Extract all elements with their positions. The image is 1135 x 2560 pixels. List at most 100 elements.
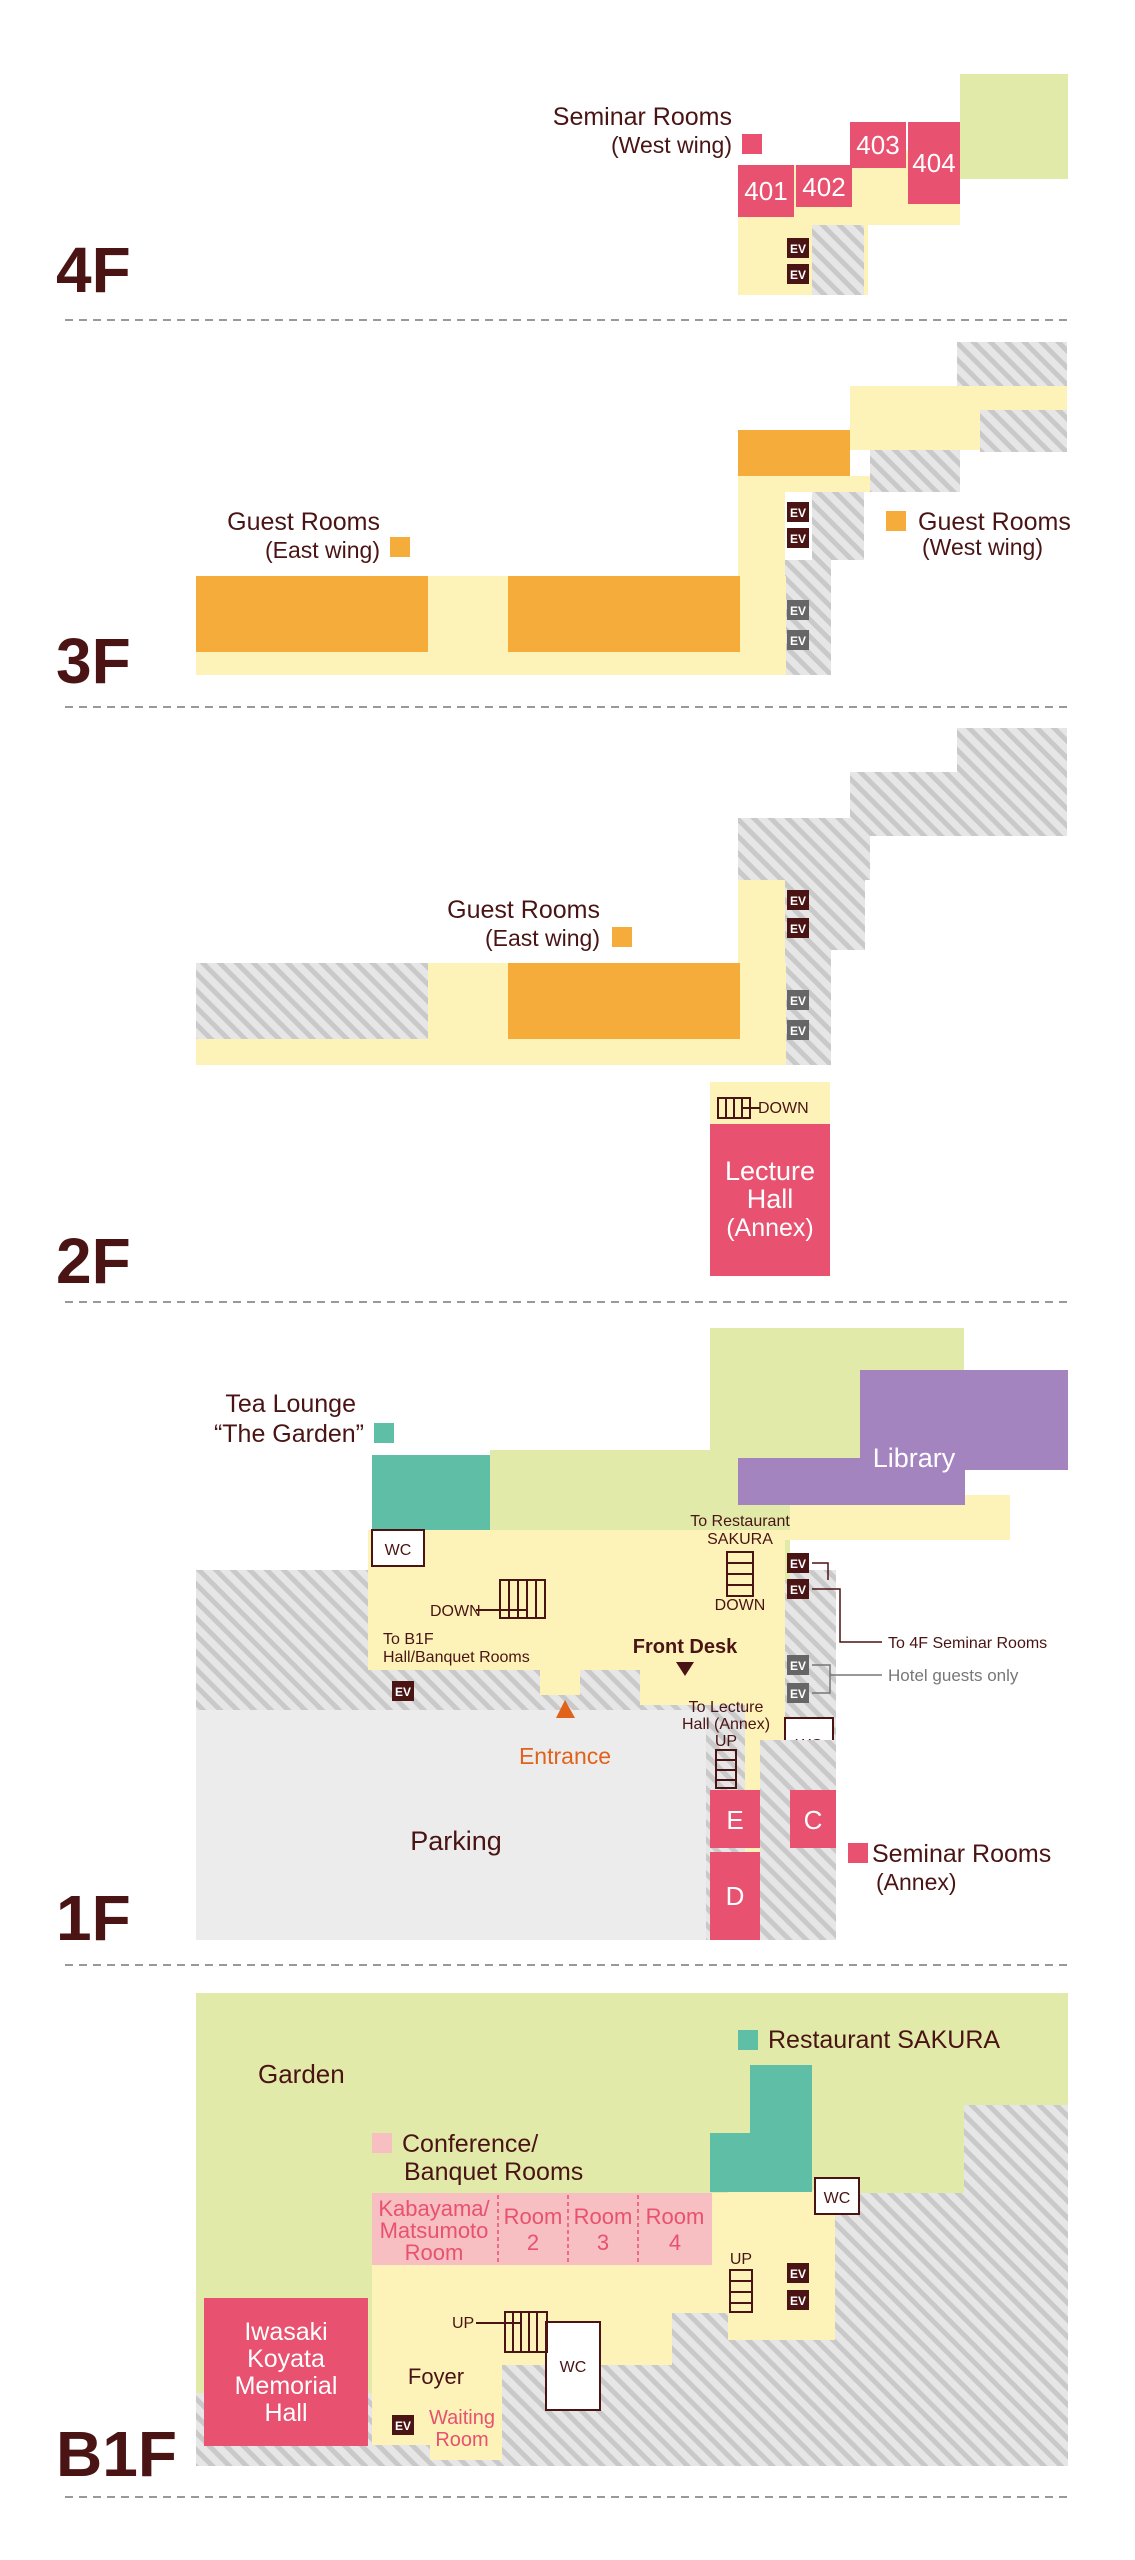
tea-lounge-sublabel: “The Garden” [214, 1420, 364, 1448]
restroom [814, 2177, 860, 2215]
foyer [430, 2410, 502, 2460]
room-402-label: 402 [802, 172, 845, 202]
foyer-label: Foyer [408, 2364, 464, 2389]
entrance-arrow-icon [556, 1700, 575, 1718]
to-restaurant-sublabel: SAKURA [707, 1531, 773, 1548]
stairs-icon [717, 1097, 760, 1119]
restaurant-label: Restaurant SAKURA [768, 2026, 1000, 2054]
library-label: Library [873, 1443, 956, 1473]
restroom-label: WC [560, 2359, 587, 2376]
floor-label-b1f: B1F [56, 2418, 177, 2490]
restaurant-sakura [710, 2065, 812, 2192]
memorial-hall [204, 2298, 368, 2446]
waiting-room-label: Waiting [429, 2407, 495, 2429]
hatched-area [980, 410, 1067, 452]
hatched-area [957, 342, 1067, 387]
lecture-hall-label: (Annex) [726, 1214, 814, 1242]
seminar-legend-label: Seminar Rooms [553, 103, 732, 131]
elevator [787, 2263, 809, 2283]
stairs-icon [476, 2311, 548, 2353]
memorial-hall-label: Iwasaki [244, 2318, 327, 2346]
memorial-hall-label: Hall [264, 2399, 307, 2427]
lecture-hall-label: Lecture [725, 1156, 815, 1186]
elevator [787, 1655, 809, 1675]
elevator-label: EV [790, 1583, 806, 1597]
floor-2f: EV EV EV EV Guest Rooms (East wing) DOWN… [56, 728, 1070, 1303]
guest-east-label: Guest Rooms [447, 896, 600, 924]
leader-line [812, 1664, 831, 1694]
floor-1f: Library WC WC DOWN DOWN UP EV EV EV EV [56, 1328, 1070, 1966]
conference-label: Conference/ [402, 2130, 538, 2158]
guest-rooms-east [196, 576, 428, 652]
elevator-label: EV [790, 1687, 806, 1701]
kabayama-label: Matsumoto [380, 2218, 489, 2243]
stairs-icon [726, 1551, 754, 1597]
floor-label-4f: 4F [56, 234, 131, 306]
stairs-icon [729, 2269, 753, 2313]
elevator-label: EV [790, 242, 806, 256]
hatched-area [738, 818, 870, 880]
elevator-label: EV [790, 268, 806, 282]
stairs-up-label: UP [715, 1733, 737, 1750]
guest-east-label: Guest Rooms [227, 508, 380, 536]
hatched-area [196, 963, 428, 1039]
lecture-hall [710, 1124, 830, 1276]
elevator-label: EV [790, 1024, 806, 1038]
restroom-label: WC [824, 2190, 851, 2207]
to-4f-seminar-label: To 4F Seminar Rooms [888, 1635, 1047, 1652]
guest-west-sublabel: (West wing) [922, 534, 1043, 560]
guests-only-label: Hotel guests only [888, 1666, 1019, 1685]
room-401-label: 401 [744, 176, 787, 206]
room-403 [850, 122, 906, 168]
floor-label-3f: 3F [56, 625, 131, 697]
elevator [787, 918, 809, 938]
guest-east-sublabel: (East wing) [265, 537, 380, 563]
restroom-label: WC [385, 1542, 412, 1559]
seminar-annex-label: Seminar Rooms [872, 1840, 1051, 1868]
elevator [787, 1020, 809, 1040]
elevator [787, 528, 809, 548]
stairs-icon [476, 1579, 546, 1619]
corridor [850, 386, 980, 450]
guest-west-swatch [886, 511, 906, 531]
seminar-legend-sublabel: (West wing) [611, 132, 732, 158]
garden [196, 1993, 1068, 2105]
elevator [787, 630, 809, 650]
room-4-label: Room [646, 2204, 705, 2229]
seminar-annex-swatch [848, 1843, 868, 1863]
parking-label: Parking [410, 1826, 502, 1856]
seminar-room-d [710, 1852, 760, 1940]
library [738, 1370, 1068, 1505]
front-desk-label: Front Desk [633, 1636, 738, 1658]
elevator-label: EV [790, 922, 806, 936]
waiting-room-label: Room [435, 2429, 488, 2451]
conference-swatch [372, 2133, 392, 2153]
elevator-label: EV [790, 2294, 806, 2308]
elevator [787, 1579, 809, 1599]
stairs-down-label: DOWN [715, 1597, 766, 1614]
guest-rooms-west [738, 430, 850, 476]
seminar-room-c [790, 1790, 836, 1848]
room-402 [796, 165, 852, 207]
guest-east-swatch [390, 537, 410, 557]
banquet-rooms [372, 2193, 712, 2265]
memorial-hall-label: Memorial [235, 2372, 338, 2400]
elevator-label: EV [790, 2267, 806, 2281]
seminar-room-d-label: D [726, 1881, 745, 1911]
room-404 [908, 122, 960, 204]
elevator-label: EV [395, 2419, 411, 2433]
garden-label: Garden [258, 2059, 345, 2089]
elevator-label: EV [790, 506, 806, 520]
elevator [787, 600, 809, 620]
seminar-legend-swatch [742, 134, 762, 154]
kabayama-label: Room [405, 2240, 464, 2265]
hatched-area [957, 728, 1067, 836]
stairs-up-label: UP [452, 2315, 474, 2332]
tea-lounge [372, 1455, 490, 1530]
elevator [787, 990, 809, 1010]
guest-east-sublabel: (East wing) [485, 925, 600, 951]
to-b1f-label: To B1F [383, 1631, 434, 1648]
room-403-label: 403 [856, 130, 899, 160]
leader-line [812, 1562, 829, 1580]
